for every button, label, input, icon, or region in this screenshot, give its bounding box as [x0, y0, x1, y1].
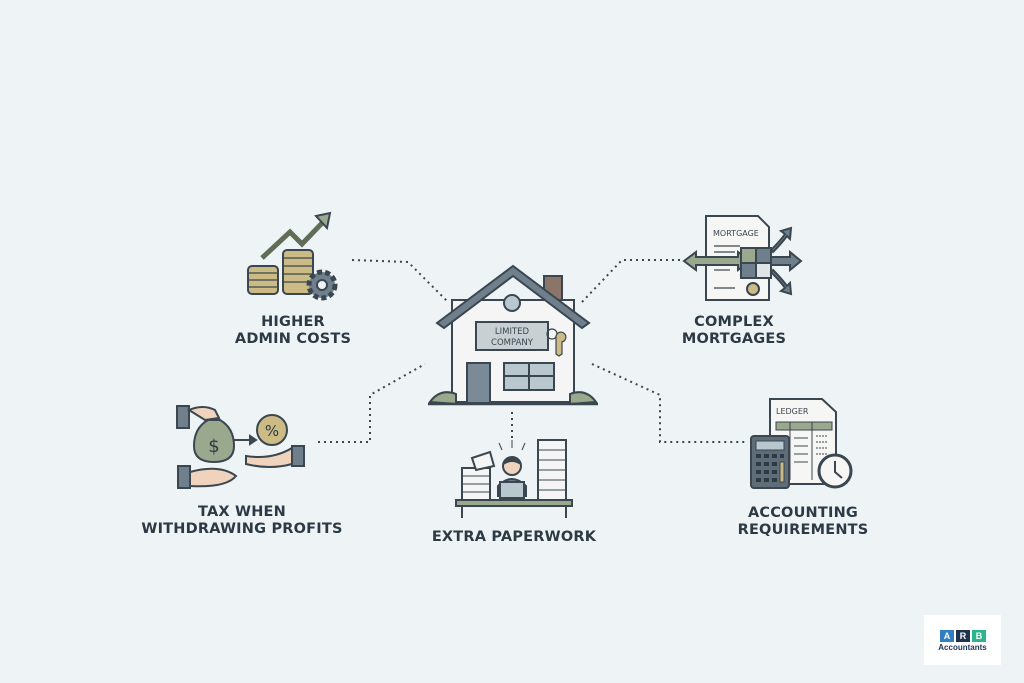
label-line: MORTGAGES	[681, 331, 787, 347]
label-line: COMPLEX	[694, 314, 774, 330]
limited-company-house-icon: LIMITED COMPANY	[428, 264, 598, 406]
arb-accountants-logo: A R B Accountants	[924, 615, 1001, 665]
logo-letter: B	[972, 630, 986, 642]
label-line: REQUIREMENTS	[737, 522, 869, 538]
label-line: TAX WHEN	[198, 504, 286, 520]
label-line: WITHDRAWING PROFITS	[141, 521, 343, 537]
label-line: HIGHER	[261, 314, 325, 330]
label-higher-admin-costs: HIGHER ADMIN COSTS	[235, 314, 351, 348]
svg-text:MORTGAGE: MORTGAGE	[713, 229, 759, 238]
svg-text:$: $	[208, 436, 219, 457]
label-line: ACCOUNTING	[747, 505, 859, 521]
worker-paper-stacks-icon	[455, 439, 573, 518]
label-line: EXTRA PAPERWORK	[431, 529, 597, 545]
label-tax-withdrawing-profits: TAX WHEN WITHDRAWING PROFITS	[141, 504, 342, 538]
mortgage-document-puzzle-icon: MORTGAGE	[682, 215, 803, 301]
coins-growth-gear-icon	[247, 211, 338, 301]
connector-lines	[318, 259, 745, 443]
label-accounting-requirements: ACCOUNTING REQUIREMENTS	[738, 505, 869, 539]
svg-text:LIMITED: LIMITED	[495, 327, 530, 337]
logo-letter: R	[956, 630, 970, 642]
label-complex-mortgages: COMPLEX MORTGAGES	[682, 314, 786, 348]
svg-text:LEDGER: LEDGER	[776, 407, 809, 416]
label-extra-paperwork: EXTRA PAPERWORK	[432, 529, 596, 546]
ledger-calculator-clock-icon: LEDGER	[750, 398, 853, 489]
logo-letter: A	[940, 630, 954, 642]
svg-text:COMPANY: COMPANY	[491, 338, 534, 348]
svg-text:%: %	[265, 422, 279, 440]
logo-name: Accountants	[938, 643, 987, 652]
label-line: ADMIN COSTS	[234, 331, 352, 347]
money-bag-percent-hands-icon: $ %	[176, 405, 305, 489]
